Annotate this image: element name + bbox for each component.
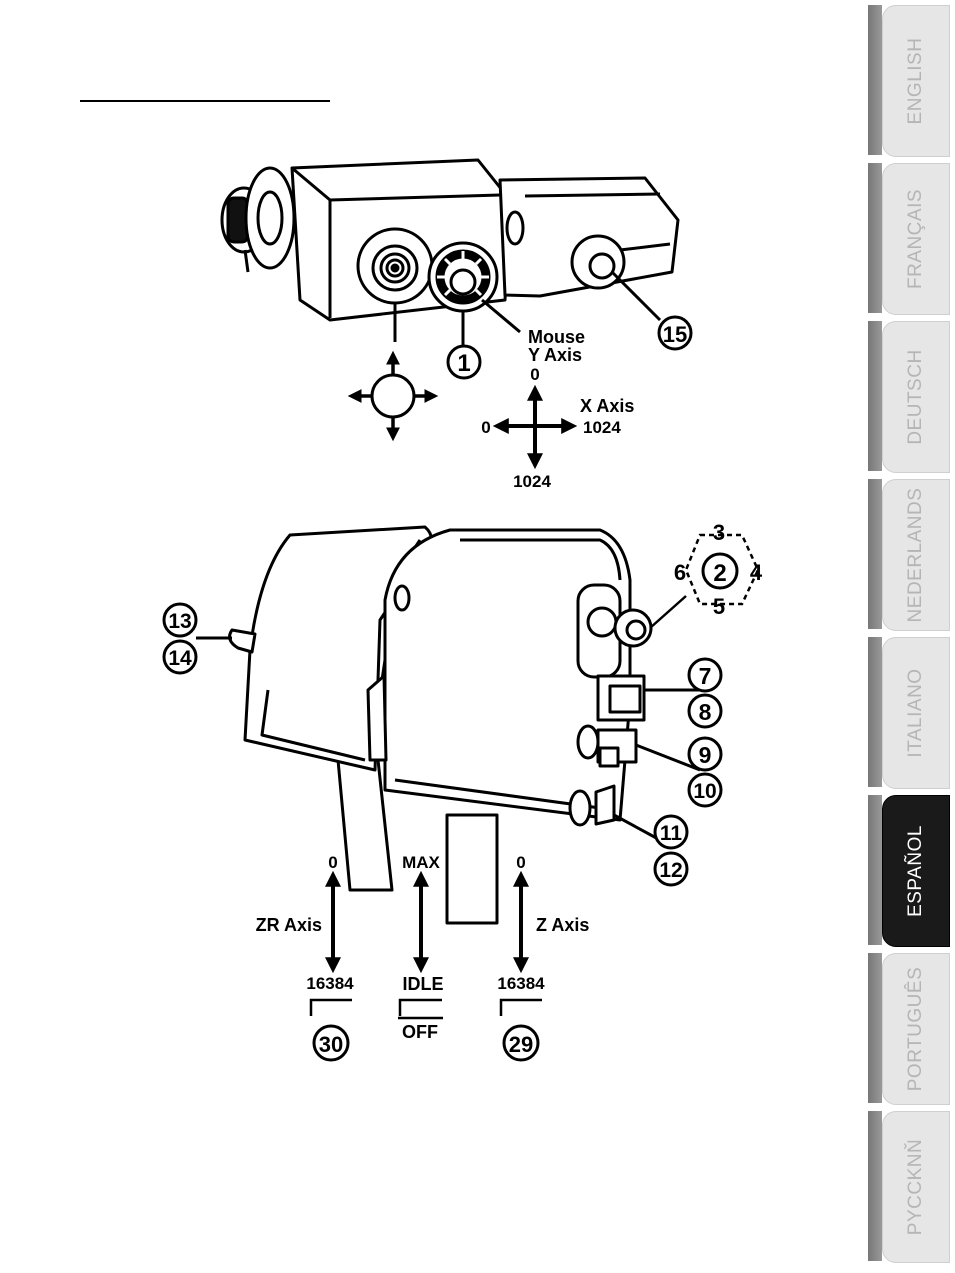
zr-axis-label: ZR Axis [256, 915, 322, 935]
idle-label: IDLE [402, 974, 443, 994]
language-sidebar: ENGLISH FRANÇAIS DEUTSCH NEDERLANDS ITAL… [868, 0, 955, 1273]
callout-9: 9 [687, 736, 723, 772]
svg-text:5: 5 [713, 594, 725, 619]
svg-text:2: 2 [713, 560, 726, 587]
svg-text:8: 8 [699, 699, 712, 725]
svg-text:30: 30 [319, 1032, 343, 1057]
tab-deutsch[interactable]: DEUTSCH [882, 321, 950, 473]
z-axis-bottom-value: 16384 [497, 974, 545, 993]
x-axis-right-value: 1024 [583, 418, 621, 437]
tab-italiano[interactable]: ITALIANO [882, 637, 950, 789]
y-axis-label: Y Axis [528, 345, 582, 365]
svg-text:13: 13 [168, 610, 191, 633]
xy-cross-arrows [492, 384, 578, 470]
section-underline [80, 100, 330, 102]
callout-14: 14 [162, 639, 198, 675]
callout-8: 8 [687, 693, 723, 729]
svg-text:15: 15 [663, 322, 687, 347]
svg-text:4: 4 [750, 560, 763, 585]
callout-13: 13 [162, 602, 198, 638]
svg-text:10: 10 [693, 780, 716, 803]
tab-nederlands[interactable]: NEDERLANDS [882, 479, 950, 631]
svg-text:11: 11 [660, 822, 683, 845]
svg-text:29: 29 [509, 1032, 533, 1057]
callout-7: 7 [687, 657, 723, 693]
svg-text:14: 14 [168, 647, 192, 670]
switch-symbols [309, 998, 542, 1020]
callout-12: 12 [653, 851, 689, 887]
callout-29: 29 [502, 1024, 540, 1062]
svg-text:3: 3 [713, 520, 725, 545]
svg-text:9: 9 [699, 742, 712, 768]
bottom-device-illustration [228, 525, 653, 925]
zr-axis-top-value: 0 [328, 853, 337, 872]
tab-francais[interactable]: FRANÇAIS [882, 163, 950, 315]
svg-text:1: 1 [457, 350, 470, 377]
x-axis-left-value: 0 [481, 418, 490, 437]
z-axis-label: Z Axis [536, 915, 589, 935]
svg-text:12: 12 [659, 859, 682, 882]
four-way-arrow-icon [347, 350, 439, 442]
svg-text:6: 6 [674, 560, 686, 585]
svg-text:7: 7 [699, 663, 712, 689]
callout-1: 1 [446, 344, 482, 380]
top-device-illustration [220, 158, 680, 322]
y-axis-bottom-value: 1024 [513, 472, 551, 491]
tab-english[interactable]: ENGLISH [882, 5, 950, 157]
callout-30: 30 [312, 1024, 350, 1062]
off-label: OFF [402, 1022, 438, 1042]
max-label: MAX [402, 853, 440, 872]
y-axis-top-value: 0 [530, 365, 539, 384]
z-axis-top-value: 0 [516, 853, 525, 872]
x-axis-label: X Axis [580, 396, 634, 416]
callout-15: 15 [657, 315, 693, 351]
zr-axis-bottom-value: 16384 [306, 974, 354, 993]
callout-11: 11 [653, 814, 689, 850]
callout-10: 10 [687, 772, 723, 808]
tab-portugues[interactable]: PORTUGUÊS [882, 953, 950, 1105]
mouse-label: Mouse [528, 327, 585, 347]
tab-espanol[interactable]: ESPAÑOL [882, 795, 950, 947]
hat-switch-diagram: 2 3 4 6 5 [649, 520, 763, 629]
tab-russian[interactable]: PYCCKNŇ [882, 1111, 950, 1263]
